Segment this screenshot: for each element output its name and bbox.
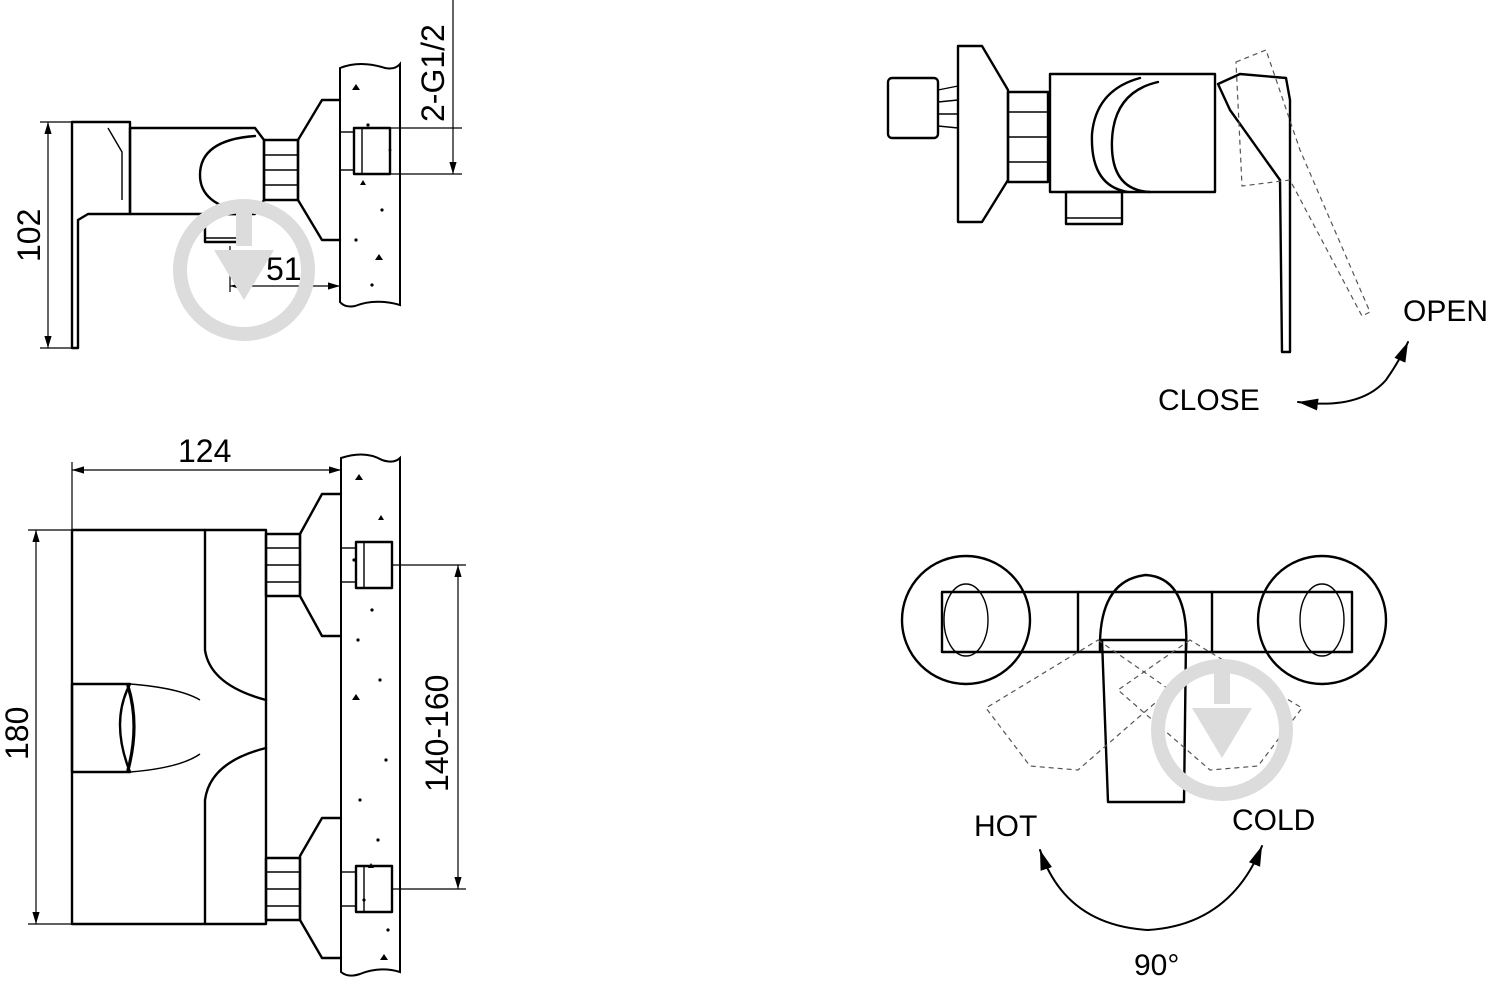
dim-depth: 51 — [266, 251, 302, 287]
wall-texture — [352, 84, 392, 287]
dim-height-front: 180 — [0, 707, 35, 760]
lever-hot-ghost — [985, 639, 1171, 771]
mixer-body-top — [1048, 72, 1217, 194]
lever-top-view: OPEN CLOSE — [886, 44, 1488, 417]
body-bar-front — [940, 590, 1354, 654]
wall-flange — [296, 98, 342, 242]
handle-cap — [1098, 573, 1188, 654]
dim-height-side: 102 — [11, 209, 47, 262]
front-elevation: 124 180 140-160 — [0, 433, 466, 977]
outlet-top — [1064, 190, 1124, 226]
lever-closed — [1216, 72, 1292, 354]
lever-front — [1100, 638, 1188, 804]
hex-nut-top — [1006, 90, 1050, 184]
wall-flange-top — [956, 44, 1010, 224]
watermark-right — [1151, 659, 1293, 801]
hex-nut — [262, 138, 300, 202]
label-open: OPEN — [1403, 295, 1488, 328]
label-close: CLOSE — [1158, 384, 1260, 417]
upper-nut — [264, 532, 302, 598]
lever-open-ghost — [1235, 49, 1371, 317]
diverter-knob — [886, 76, 959, 140]
mixer-body-front — [70, 528, 268, 926]
wall-section-top — [339, 61, 401, 308]
inlet-connector — [340, 126, 392, 176]
lower-nut — [264, 856, 302, 922]
left-escutcheon — [900, 554, 1032, 686]
label-angle: 90° — [1134, 949, 1179, 982]
right-escutcheon — [1256, 554, 1388, 686]
label-cold: COLD — [1232, 804, 1315, 837]
open-close-arrow — [1297, 341, 1409, 411]
rotation-front-view: HOT COLD 90° — [900, 554, 1388, 982]
lever-side — [70, 120, 132, 350]
rotation-arrow — [1039, 845, 1263, 931]
dim-thread: 2-G1/2 — [415, 24, 451, 122]
side-view: 102 51 2-G1/2 — [11, 0, 462, 350]
outlet-front — [70, 682, 132, 774]
watermark-left — [173, 199, 315, 341]
dim-width: 124 — [178, 433, 231, 469]
dim-center-distance: 140-160 — [419, 675, 455, 792]
label-hot: HOT — [974, 810, 1037, 843]
